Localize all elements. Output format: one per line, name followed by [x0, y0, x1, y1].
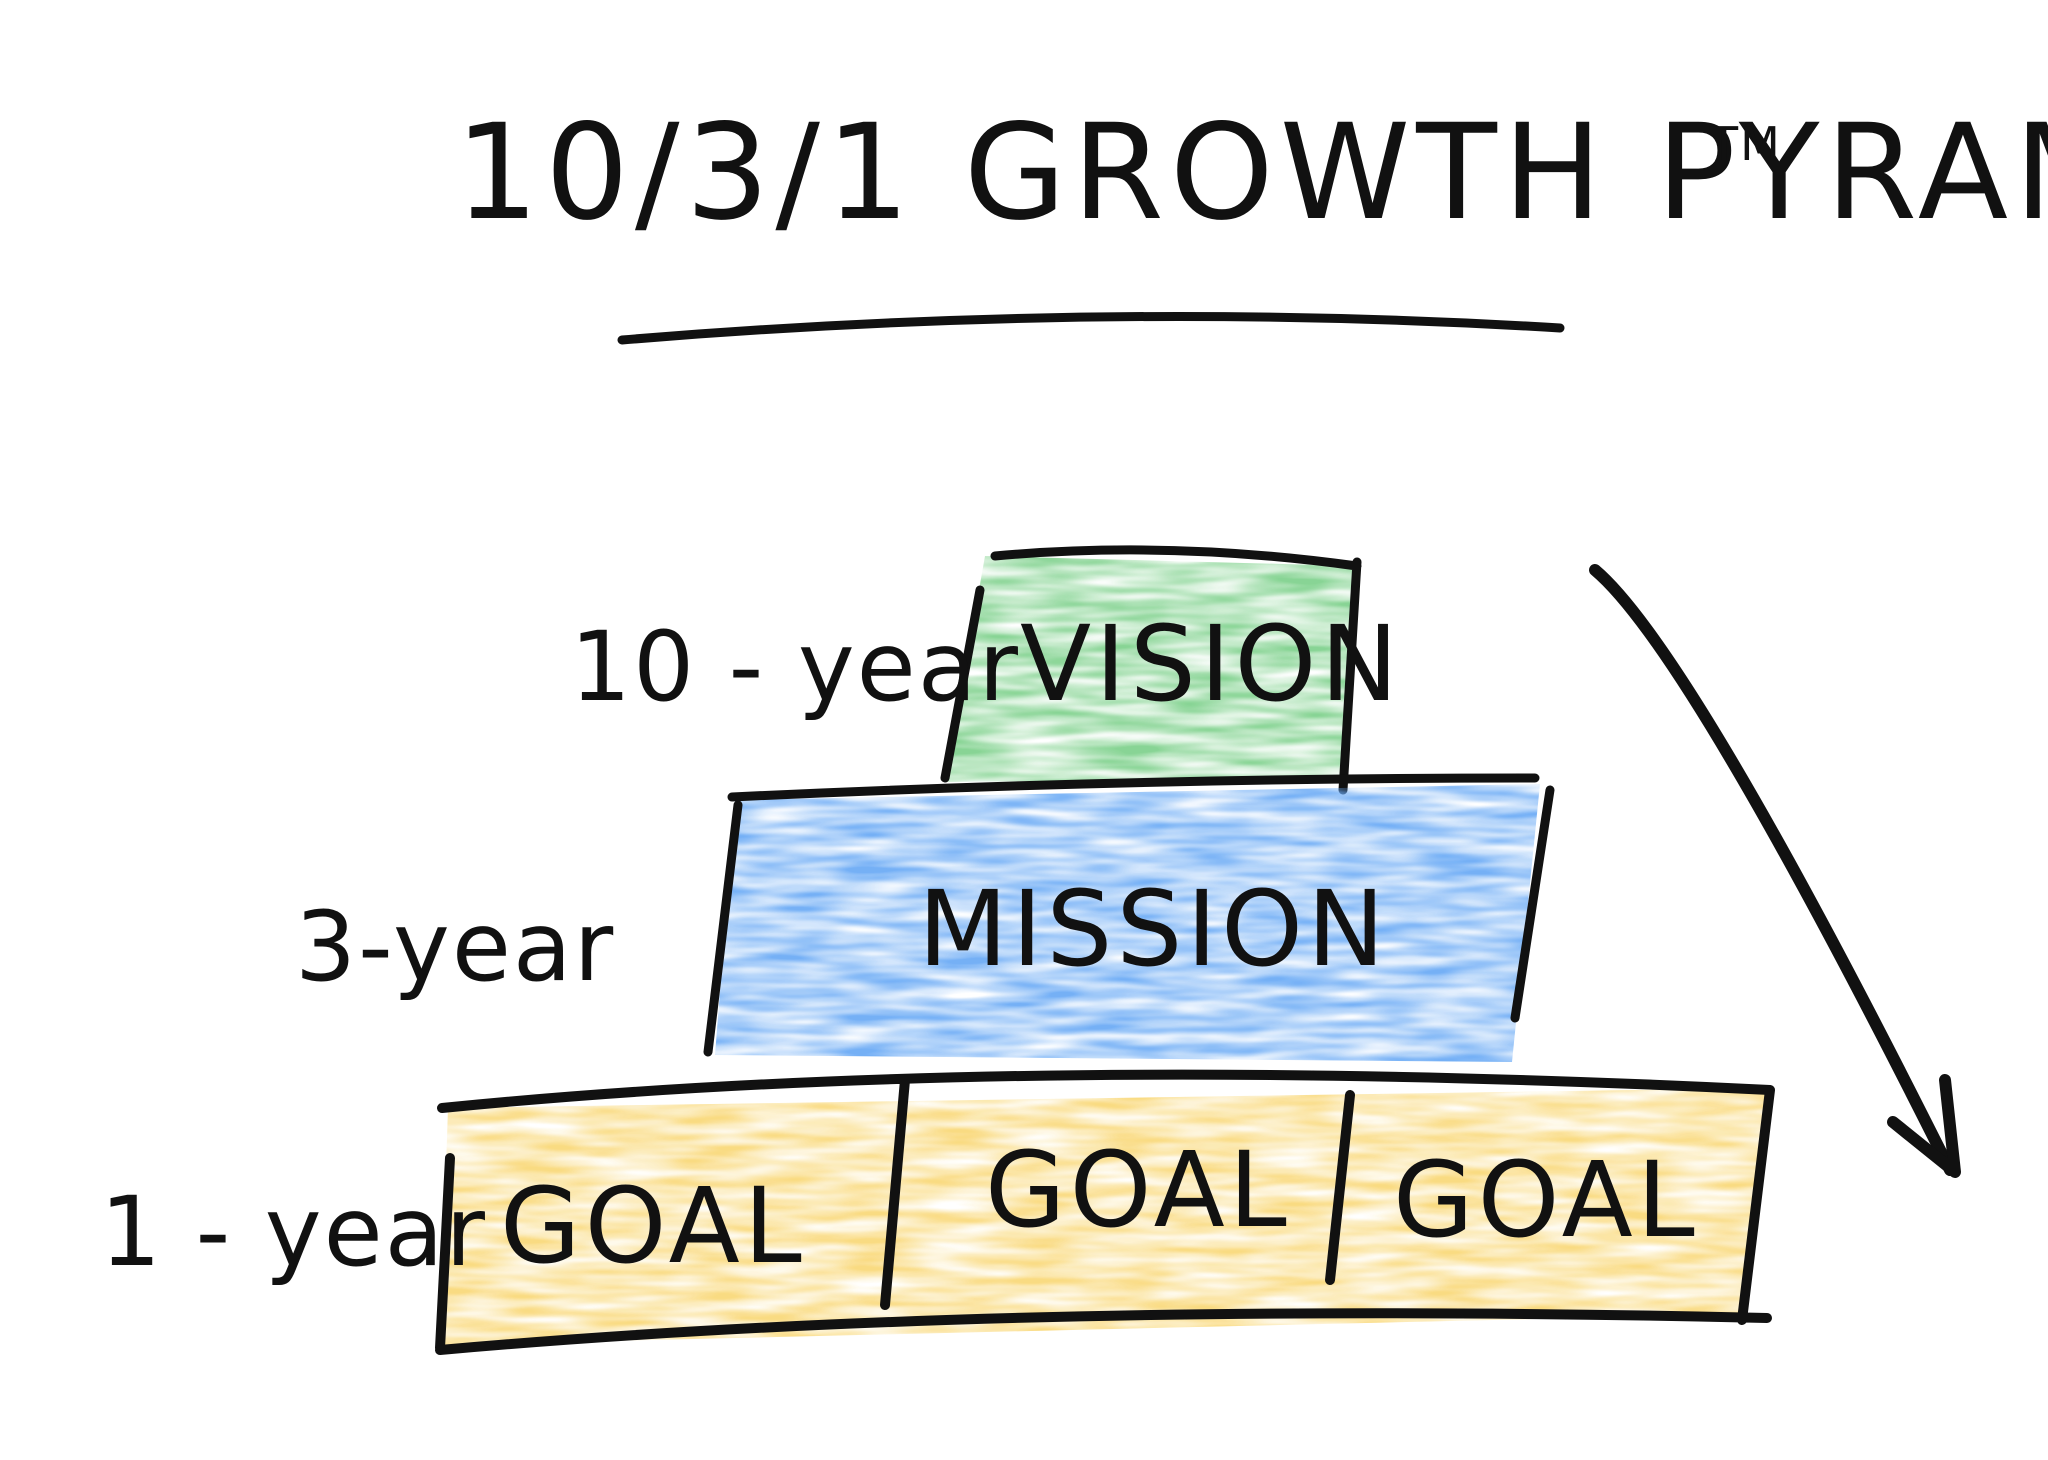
timeframe-1-year: 1 - year: [100, 1176, 487, 1288]
vision-block-outline: [940, 545, 1362, 795]
timeframe-10-year: 10 - year: [570, 611, 1020, 723]
vision-block-fill: [945, 556, 1357, 782]
mission-block: MISSION: [703, 773, 1555, 1062]
title-underline: [617, 311, 1565, 345]
goals-row-outline: [435, 1069, 1775, 1355]
goals-row-fill: [440, 1088, 1767, 1345]
arrow-shaft: [1589, 564, 1956, 1176]
timeframe-3-year: 3-year: [295, 891, 615, 1003]
goal-label-3: GOAL: [1393, 1139, 1699, 1261]
title-group: 10/3/1 GROWTH PYRAMID TM: [455, 96, 2048, 345]
goals-row: GOAL GOAL GOAL: [435, 1069, 1775, 1355]
mission-label: MISSION: [918, 868, 1389, 990]
mission-block-outline: [703, 773, 1555, 1057]
vision-label: VISION: [1020, 603, 1402, 725]
trademark-mark: TM: [1709, 117, 1782, 171]
down-right-arrow-icon: [1589, 564, 1961, 1178]
goal-label-1: GOAL: [500, 1165, 806, 1287]
page-title: 10/3/1 GROWTH PYRAMID: [455, 96, 2048, 250]
goal-label-2: GOAL: [985, 1129, 1291, 1251]
arrow-head: [1887, 1074, 1961, 1178]
vision-block: VISION: [940, 545, 1402, 795]
timeframe-labels: 10 - year 3-year 1 - year: [100, 611, 1020, 1288]
mission-block-fill: [715, 784, 1540, 1062]
